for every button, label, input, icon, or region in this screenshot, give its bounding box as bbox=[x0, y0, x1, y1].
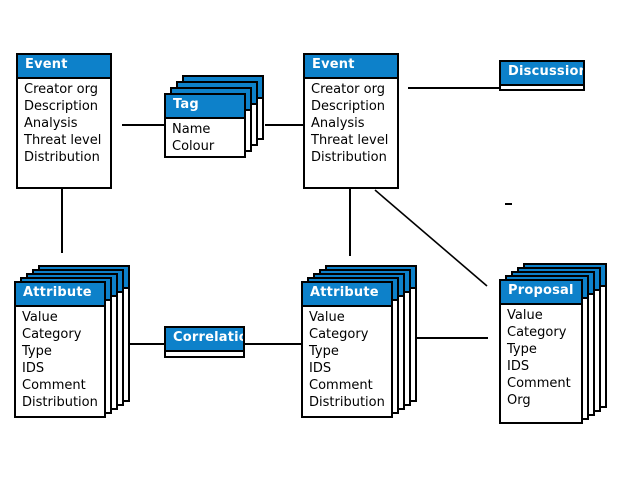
edge-event-left-to-attribute-left bbox=[61, 188, 63, 253]
class-card[interactable]: Discussion bbox=[499, 60, 585, 91]
class-card[interactable]: Event Creator org Description Analysis T… bbox=[303, 53, 399, 189]
class-attribute-list: Value Category Type IDS Comment Org bbox=[501, 305, 581, 412]
class-attribute-list: Creator org Description Analysis Threat … bbox=[305, 79, 397, 169]
class-attribute: Comment bbox=[22, 378, 86, 393]
class-attribute: Category bbox=[22, 327, 82, 342]
class-attribute-list: Value Category Type IDS Comment Distribu… bbox=[16, 307, 104, 414]
stray-dash-mark bbox=[505, 203, 512, 205]
class-attribute: Distribution bbox=[309, 395, 385, 410]
class-attribute: Value bbox=[507, 308, 543, 323]
class-card[interactable]: Proposal Value Category Type IDS Comment… bbox=[499, 279, 583, 424]
class-attribute: Description bbox=[311, 99, 386, 114]
class-node-attribute-middle[interactable]: Attribute Value Category Type IDS Commen… bbox=[301, 265, 417, 418]
edge-attribute-middle-to-proposal bbox=[411, 337, 488, 339]
class-attribute: Creator org bbox=[311, 82, 385, 97]
class-attribute: Value bbox=[309, 310, 345, 325]
class-node-tag[interactable]: Tag Name Colour bbox=[164, 75, 270, 158]
class-node-attribute-left[interactable]: Attribute Value Category Type IDS Commen… bbox=[14, 265, 130, 418]
class-attribute-list bbox=[166, 352, 243, 380]
class-node-discussion[interactable]: Discussion bbox=[499, 60, 585, 91]
class-attribute: Threat level bbox=[311, 133, 389, 148]
class-node-event-left[interactable]: Event Creator org Description Analysis T… bbox=[16, 53, 112, 189]
edge-event-left-to-tag bbox=[122, 124, 164, 126]
class-attribute: Distribution bbox=[22, 395, 98, 410]
class-card[interactable]: Event Creator org Description Analysis T… bbox=[16, 53, 112, 189]
edge-correlation-to-attribute-middle bbox=[245, 343, 301, 345]
class-attribute: Colour bbox=[172, 139, 215, 154]
class-attribute: IDS bbox=[309, 361, 332, 376]
class-node-correlation[interactable]: Correlation bbox=[164, 326, 245, 358]
class-node-event-right[interactable]: Event Creator org Description Analysis T… bbox=[303, 53, 399, 189]
class-attribute-list: Creator org Description Analysis Threat … bbox=[18, 79, 110, 169]
class-attribute: Distribution bbox=[311, 150, 387, 165]
class-attribute-list bbox=[501, 86, 583, 113]
class-name-header: Tag bbox=[166, 95, 244, 119]
class-attribute: Description bbox=[24, 99, 99, 114]
edge-event-right-to-attribute-middle bbox=[349, 188, 351, 256]
class-name-header: Proposal bbox=[501, 281, 581, 305]
class-attribute: Type bbox=[309, 344, 339, 359]
class-attribute: Distribution bbox=[24, 150, 100, 165]
class-card[interactable]: Correlation bbox=[164, 326, 245, 358]
class-name-header: Attribute bbox=[303, 283, 391, 307]
class-name-header: Event bbox=[18, 55, 110, 79]
class-attribute: Analysis bbox=[311, 116, 365, 131]
class-card[interactable]: Tag Name Colour bbox=[164, 93, 246, 158]
class-attribute: Comment bbox=[507, 376, 571, 391]
class-card[interactable]: Attribute Value Category Type IDS Commen… bbox=[301, 281, 393, 418]
class-attribute: Threat level bbox=[24, 133, 102, 148]
class-attribute: Category bbox=[507, 325, 567, 340]
class-attribute: Analysis bbox=[24, 116, 78, 131]
class-attribute-list: Name Colour bbox=[166, 119, 244, 158]
class-attribute: Org bbox=[507, 393, 531, 408]
class-attribute: IDS bbox=[22, 361, 45, 376]
class-attribute: Type bbox=[22, 344, 52, 359]
class-name-header: Discussion bbox=[501, 62, 583, 86]
class-attribute-list: Value Category Type IDS Comment Distribu… bbox=[303, 307, 391, 414]
class-attribute: Comment bbox=[309, 378, 373, 393]
class-name-header: Event bbox=[305, 55, 397, 79]
class-node-proposal[interactable]: Proposal Value Category Type IDS Comment… bbox=[499, 263, 607, 424]
class-attribute: Name bbox=[172, 122, 211, 137]
class-name-header: Attribute bbox=[16, 283, 104, 307]
class-attribute: IDS bbox=[507, 359, 530, 374]
edge-tag-to-event-right bbox=[265, 124, 304, 126]
class-attribute: Value bbox=[22, 310, 58, 325]
class-attribute: Type bbox=[507, 342, 537, 357]
class-card[interactable]: Attribute Value Category Type IDS Commen… bbox=[14, 281, 106, 418]
edge-event-right-to-discussion bbox=[408, 87, 500, 89]
class-name-header: Correlation bbox=[166, 328, 243, 352]
class-attribute: Creator org bbox=[24, 82, 98, 97]
class-attribute: Category bbox=[309, 327, 369, 342]
edge-attribute-left-to-correlation bbox=[121, 343, 165, 345]
